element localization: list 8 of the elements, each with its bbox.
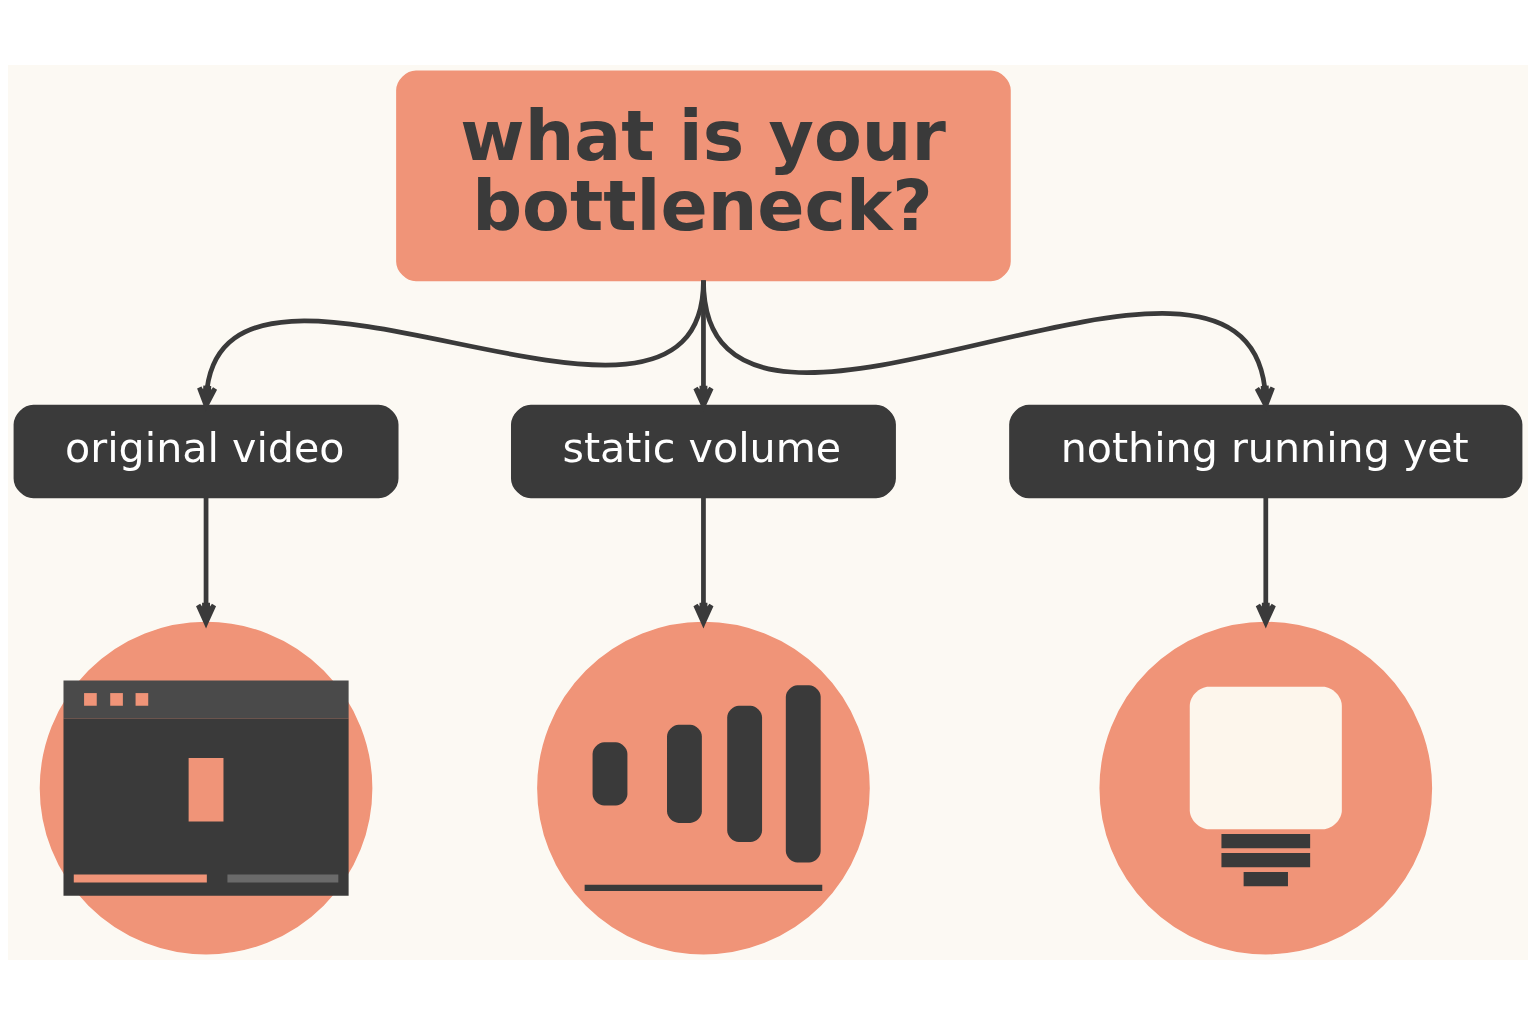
node-box: what is your bottleneck? bbox=[396, 70, 1011, 281]
node-box: nothing running yet bbox=[1009, 404, 1523, 498]
node-circle bbox=[537, 621, 870, 954]
node-circle bbox=[1099, 621, 1433, 954]
arrow bbox=[701, 279, 1276, 408]
node-box: original video bbox=[13, 404, 399, 498]
node-box: static volume bbox=[511, 404, 896, 498]
node-circle bbox=[39, 621, 373, 954]
